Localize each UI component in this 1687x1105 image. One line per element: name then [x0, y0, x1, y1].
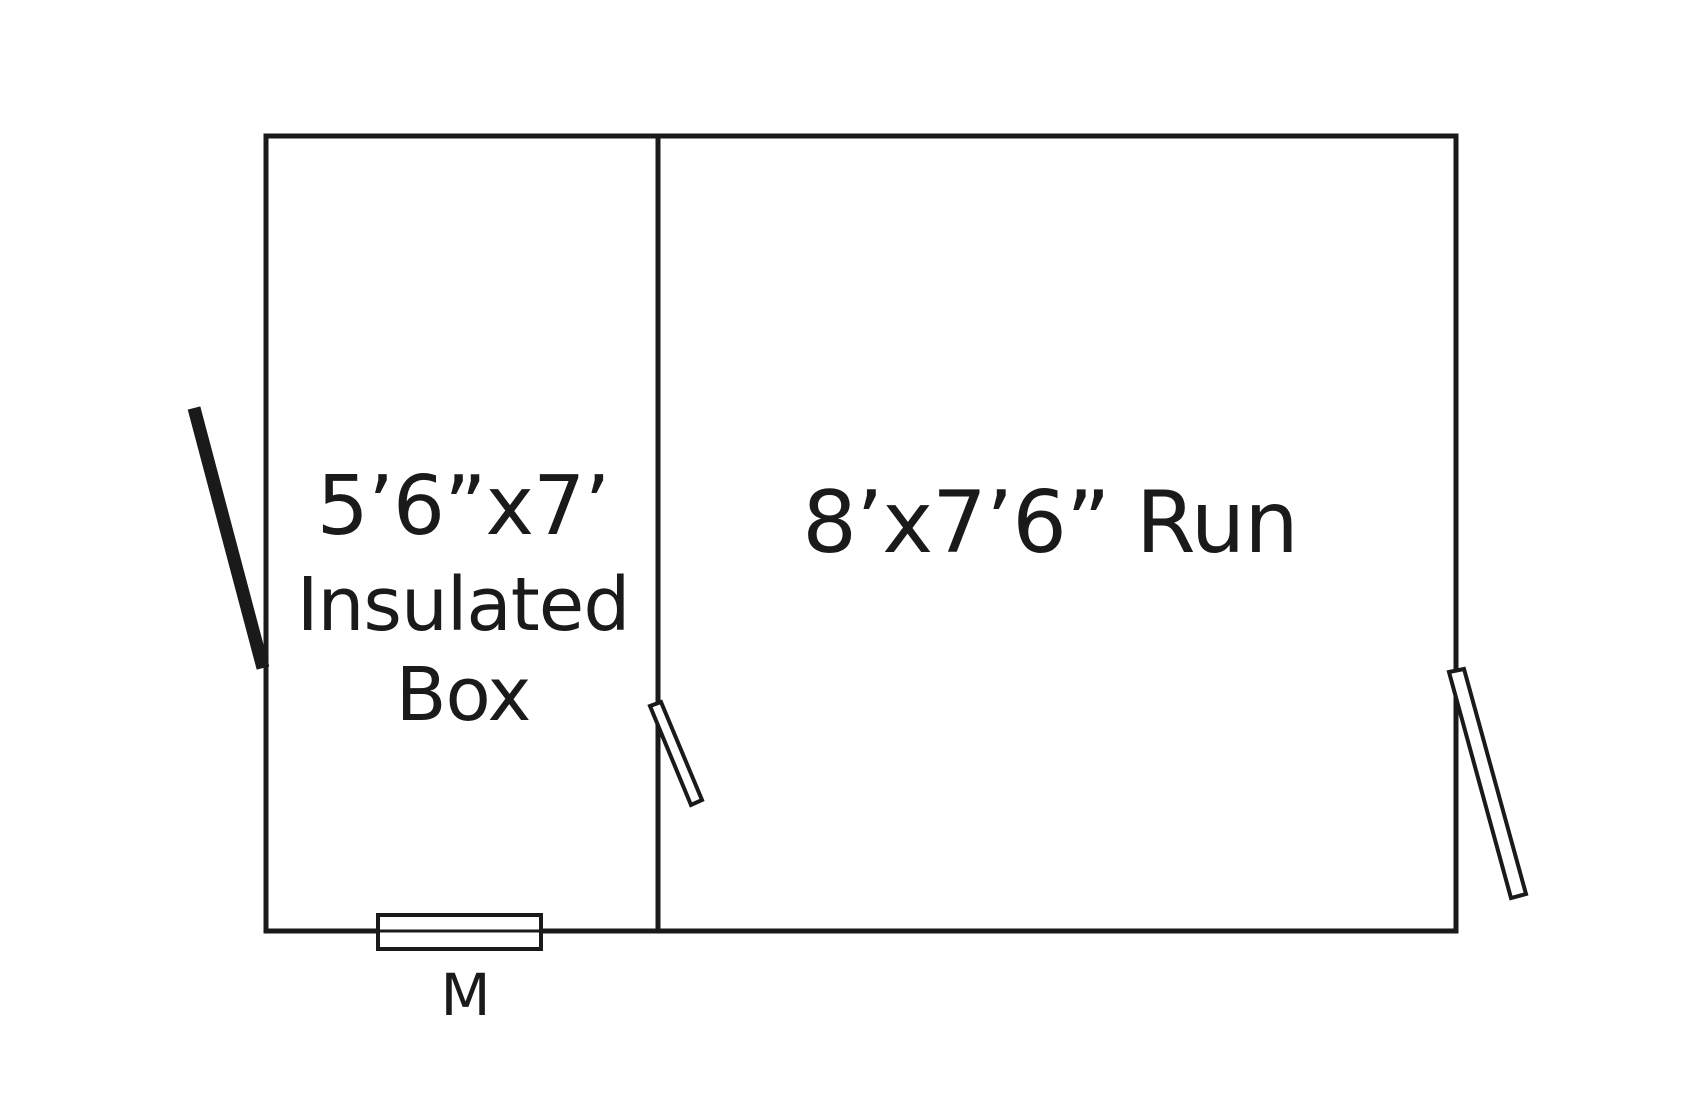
internal-door — [647, 699, 705, 808]
insulated-box-label-line3: Box — [395, 652, 532, 738]
right-door — [1446, 666, 1529, 901]
window-marker-label: M — [440, 961, 490, 1029]
outer-wall — [263, 133, 1459, 934]
insulated-box-label-line2: Insulated — [296, 562, 631, 648]
insulated-box-dimension: 5’6”x7’ — [316, 459, 611, 554]
left-door — [187, 406, 270, 670]
run-label: 8’x7’6” Run — [802, 473, 1299, 573]
